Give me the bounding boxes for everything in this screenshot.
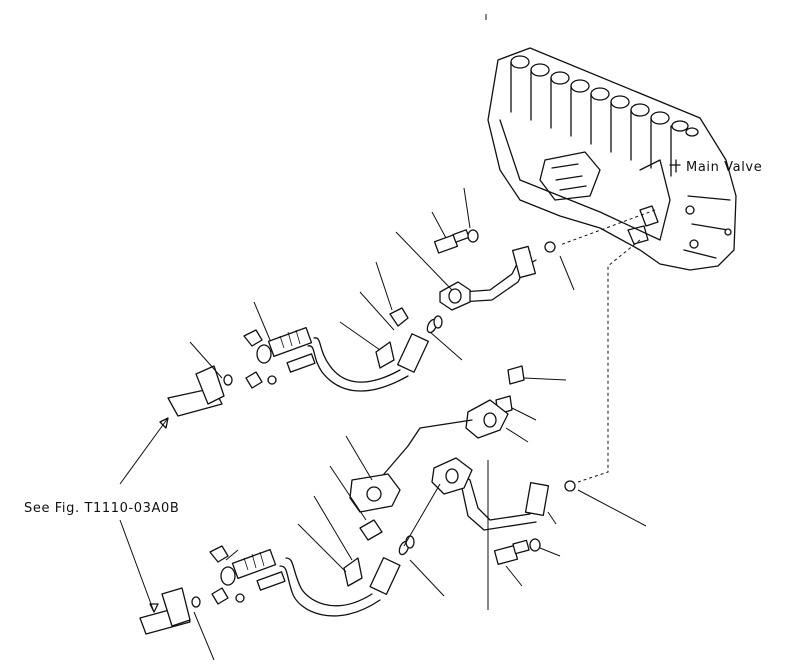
valve-spool-caps (510, 55, 699, 177)
port-leaders (559, 159, 681, 483)
callout-leaders (119, 14, 647, 661)
main-valve-label: Main Valve (686, 160, 763, 175)
main-valve-block (487, 47, 737, 271)
upper-pipe-elbow (167, 365, 233, 417)
lower-pipe-elbow (139, 587, 201, 635)
lower-hose-assembly (139, 399, 576, 635)
upper-flange-bolt (433, 229, 479, 254)
upper-hose-assembly (167, 229, 556, 417)
see-figure-reference-label: See Fig. T1110-03A0B (24, 501, 180, 516)
